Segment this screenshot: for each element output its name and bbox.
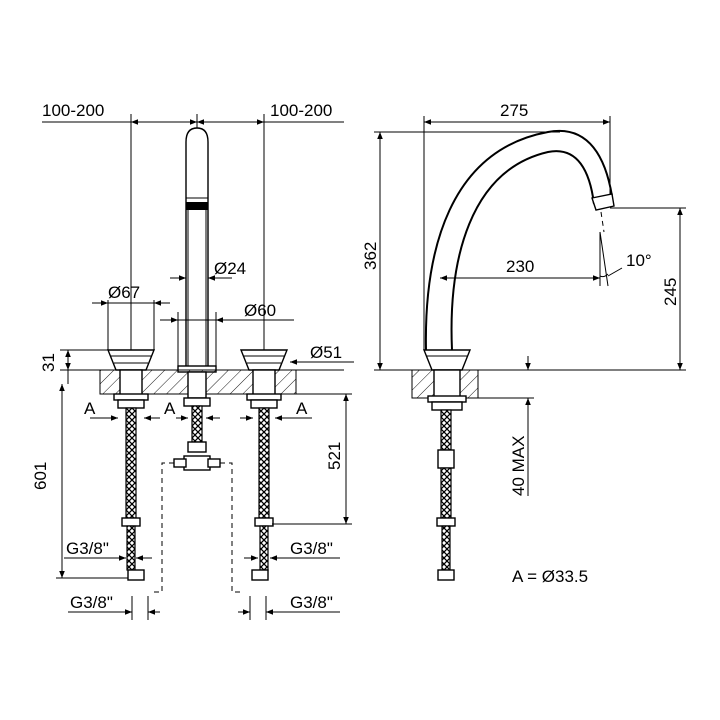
- handle-diameter-label: Ø67: [108, 283, 140, 302]
- spout-reach-label: 275: [500, 101, 528, 120]
- deck-thickness-dimension: 40 MAX: [478, 356, 534, 496]
- hole-diameter-note: A = Ø33.5: [512, 567, 588, 586]
- base-diameter-label: Ø60: [244, 301, 276, 320]
- spacing-dimension: 100-200 100-200: [42, 101, 344, 350]
- flange-diameter-label: Ø51: [310, 343, 342, 362]
- gooseneck-spout: [424, 129, 615, 351]
- thread-left-upper: G3/8": [66, 539, 109, 558]
- spout-connection: [152, 371, 244, 593]
- handle-diameter-dimension: Ø67: [92, 283, 170, 350]
- hose-length-dimension: 521: [272, 393, 352, 525]
- handle-height-dimension: 31: [39, 349, 108, 384]
- spout-diameter-label: Ø24: [214, 259, 246, 278]
- hose-length-label: 521: [325, 442, 344, 470]
- hole-label-2: A: [164, 399, 176, 418]
- thread-right-lower: G3/8": [290, 593, 333, 612]
- deck-thickness-label: 40 MAX: [509, 436, 528, 496]
- handle-height-label: 31: [39, 353, 58, 372]
- base-diameter-dimension: Ø60: [160, 301, 294, 366]
- side-body: [422, 349, 472, 581]
- spacing-left-label: 100-200: [42, 101, 104, 120]
- outlet-height-dimension: 245: [478, 207, 686, 371]
- hole-label-1: A: [84, 399, 96, 418]
- hole-markers: A A A: [84, 399, 312, 421]
- outlet-height-label: 245: [661, 278, 680, 306]
- side-view: 275 362 230 10°: [361, 101, 686, 586]
- outlet-reach-label: 230: [506, 257, 534, 276]
- spacing-right-label: 100-200: [270, 101, 332, 120]
- total-depth-label: 601: [31, 462, 50, 490]
- spout-diameter-dimension: Ø24: [170, 259, 246, 281]
- outlet-angle-dimension: 10°: [599, 231, 652, 287]
- front-view: 100-200 100-200 Ø24 Ø67: [31, 101, 354, 620]
- thread-right-upper: G3/8": [290, 539, 333, 558]
- outlet-angle-label: 10°: [626, 251, 652, 270]
- outlet-reach-dimension: 230: [440, 257, 600, 281]
- right-handle: [239, 349, 289, 581]
- spout-reach-dimension: 275: [423, 101, 611, 350]
- thread-left-lower: G3/8": [70, 593, 113, 612]
- left-handle: [106, 349, 156, 581]
- spout: [177, 127, 217, 373]
- flange-diameter-dimension: Ø51: [290, 343, 354, 365]
- total-depth-dimension: 601: [31, 384, 128, 579]
- spout-height-label: 362: [361, 242, 380, 270]
- spout-height-dimension: 362: [361, 131, 560, 371]
- thread-callouts: G3/8" G3/8" G3/8" G3/8": [64, 539, 340, 620]
- hole-label-3: A: [296, 399, 308, 418]
